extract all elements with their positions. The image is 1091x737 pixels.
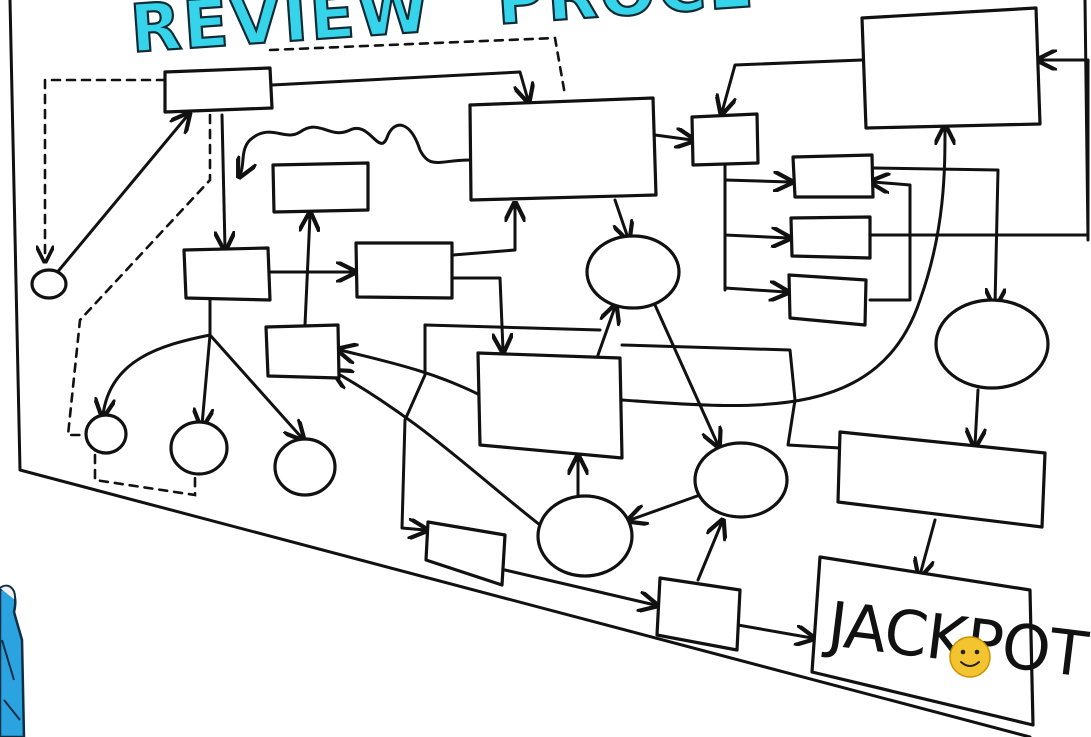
box-h2 <box>791 217 870 258</box>
arrow-a-to-b <box>222 115 225 248</box>
dashed-return-line <box>45 80 165 260</box>
box-center <box>478 353 622 458</box>
circle-c1 <box>86 415 126 453</box>
box-d <box>356 243 452 298</box>
box-i <box>838 432 1045 527</box>
arrow-main-to-g <box>655 135 692 140</box>
circle-1 <box>587 236 679 308</box>
circle-4 <box>936 300 1048 388</box>
circle-2 <box>538 496 632 576</box>
arrow-top-to-g <box>722 60 862 112</box>
arrow-e-to-f <box>305 215 310 325</box>
arrow-b-to-c1 <box>103 335 210 415</box>
line-center-to-i <box>622 345 840 448</box>
circle-c3 <box>275 439 335 495</box>
arrow-k-to-jackpot <box>738 625 812 638</box>
line-bracket-top <box>425 325 600 330</box>
box-top-right <box>862 8 1040 128</box>
arrow-g-to-h2 <box>725 235 788 238</box>
arrow-circle3-to-circle2 <box>630 495 700 520</box>
arrow-feedback-h1 <box>870 182 910 300</box>
box-j <box>426 522 505 585</box>
arrow-main-to-circle1 <box>615 200 628 238</box>
arrow-circle-to-a <box>55 115 188 275</box>
arrow-b-to-c2 <box>202 335 210 425</box>
title-word-process: PROCE <box>494 0 758 40</box>
arrow-k-to-circle3 <box>698 522 722 580</box>
circle-c2 <box>171 422 227 474</box>
box-k <box>657 578 740 650</box>
box-g <box>692 114 758 165</box>
circle-start <box>32 270 66 298</box>
arrow-i-to-jackpot <box>920 520 935 575</box>
title: REVIEW PROCE <box>128 0 758 68</box>
arrow-circle1-to-circle3 <box>655 305 718 445</box>
arrow-a-to-main <box>272 72 528 100</box>
box-a <box>165 68 272 112</box>
arrow-g-to-h3 <box>725 288 786 292</box>
arrow-d-to-center <box>453 278 503 350</box>
box-f <box>273 163 368 212</box>
box-e <box>266 325 339 378</box>
box-b <box>184 248 270 300</box>
arrow-g-to-h1 <box>725 180 790 182</box>
title-word-review: REVIEW <box>128 0 434 68</box>
smiley-face-icon <box>950 637 990 677</box>
character-figure <box>0 586 24 737</box>
arrow-circle4-to-i <box>975 390 978 445</box>
circle-3 <box>695 443 787 517</box>
arrow-d-to-main <box>453 205 515 255</box>
box-h1 <box>793 155 873 197</box>
box-main <box>470 98 656 200</box>
box-h3 <box>789 275 866 325</box>
